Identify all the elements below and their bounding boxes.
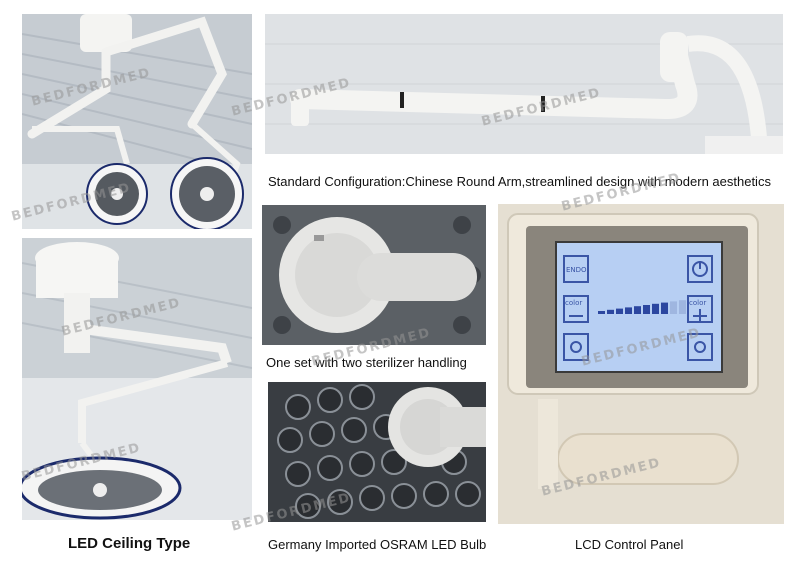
lcd-level-segment bbox=[652, 303, 659, 314]
ceiling-lamp-illustration bbox=[22, 14, 252, 229]
lcd-level-segment bbox=[643, 305, 650, 314]
lcd-level-segment bbox=[607, 309, 614, 314]
caption-osram-bulb: Germany Imported OSRAM LED Bulb bbox=[268, 537, 487, 552]
lcd-level-segment bbox=[625, 307, 632, 314]
caption-lcd-panel: LCD Control Panel bbox=[575, 537, 684, 552]
photo-osram-led-bulb bbox=[268, 382, 486, 522]
lcd-level-segment bbox=[661, 302, 668, 314]
photo-ceiling-lamp-two-heads bbox=[22, 14, 252, 229]
lcd-level-segment bbox=[616, 308, 623, 314]
lcd-level-segment bbox=[679, 300, 686, 314]
round-arm-illustration bbox=[265, 14, 783, 154]
caption-arm: Standard Configuration:Chinese Round Arm… bbox=[268, 174, 771, 189]
lcd-color-label-right: color bbox=[689, 299, 707, 307]
single-lamp-illustration bbox=[22, 238, 252, 520]
lcd-level-segment bbox=[634, 306, 641, 314]
photo-lcd-control-panel: ENDO color color bbox=[498, 204, 784, 524]
lcd-color-label-left: color bbox=[565, 299, 583, 307]
photo-sterilizer-handle bbox=[262, 205, 486, 345]
handle-illustration bbox=[262, 205, 486, 345]
lcd-level-segment bbox=[670, 301, 677, 314]
lcd-level-segment bbox=[598, 311, 605, 314]
lcd-panel-illustration bbox=[498, 204, 784, 524]
caption-led-ceiling-type: LED Ceiling Type bbox=[68, 535, 191, 552]
led-bulbs-illustration bbox=[268, 382, 486, 522]
photo-round-arm bbox=[265, 14, 783, 154]
photo-led-ceiling-type bbox=[22, 238, 252, 520]
caption-handle: One set with two sterilizer handling bbox=[266, 355, 467, 370]
lcd-endo-label: ENDO bbox=[566, 266, 587, 274]
